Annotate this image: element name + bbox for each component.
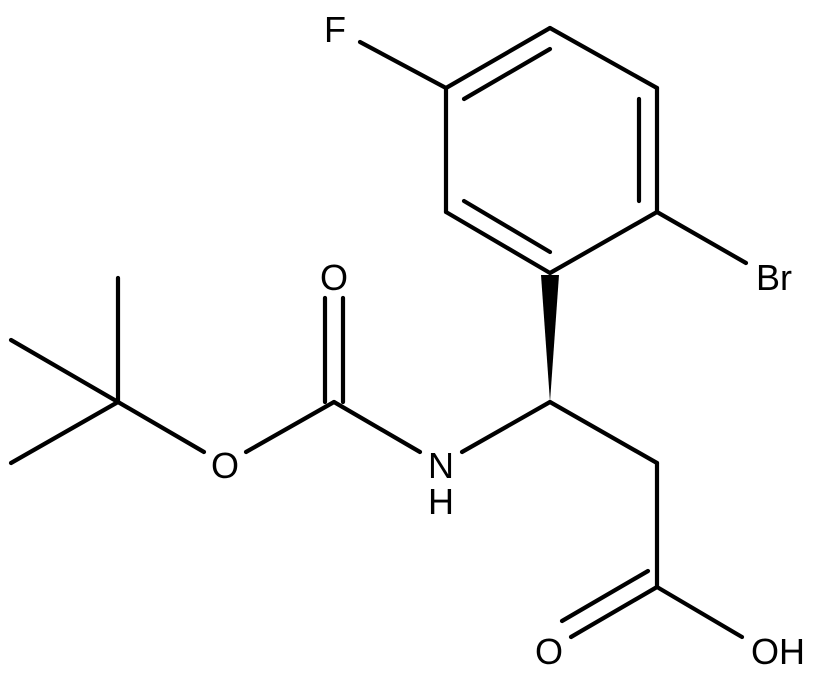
stereocenter-to-ch2-bond (547, 399, 660, 466)
amine-hydrogen-label: H (428, 481, 454, 522)
ester-oxygen-to-tbutyl-bond (115, 399, 207, 455)
acid-c-o-double-bond-inner (559, 568, 651, 624)
acid-c-oh-bond (654, 584, 745, 640)
tbutyl-methyl-left-bond (8, 337, 121, 405)
acid-hydroxyl-label: OH (751, 631, 805, 672)
ring-bond-upper-right (547, 25, 660, 91)
stereo-wedge-bond (541, 275, 559, 402)
carbonyl-to-ester-oxygen-bond (243, 399, 337, 455)
bromine-bond (654, 209, 749, 266)
fluorine-bond (357, 39, 449, 91)
ester-oxygen-label: O (211, 445, 239, 486)
acid-c-o-double-bond-outer (568, 584, 660, 640)
nitrogen-label: N (428, 445, 454, 486)
ring-bond-lower-right (547, 209, 660, 276)
acid-carbonyl-oxygen-label: O (535, 631, 563, 672)
bromine-label: Br (756, 257, 792, 298)
fluorine-label: F (324, 9, 346, 50)
ring-bond-lower-left (443, 209, 553, 276)
tbutyl-methyl-bottom-bond (8, 399, 121, 466)
carbamate-oxygen-label: O (320, 257, 348, 298)
ring-bond-top (443, 25, 553, 91)
ring-inner-bond-top (461, 46, 553, 102)
ring-inner-bond-lower-left (461, 198, 553, 255)
stereocenter-to-nitrogen-bond (459, 399, 553, 455)
nitrogen-to-carbonyl-bond (331, 399, 423, 455)
